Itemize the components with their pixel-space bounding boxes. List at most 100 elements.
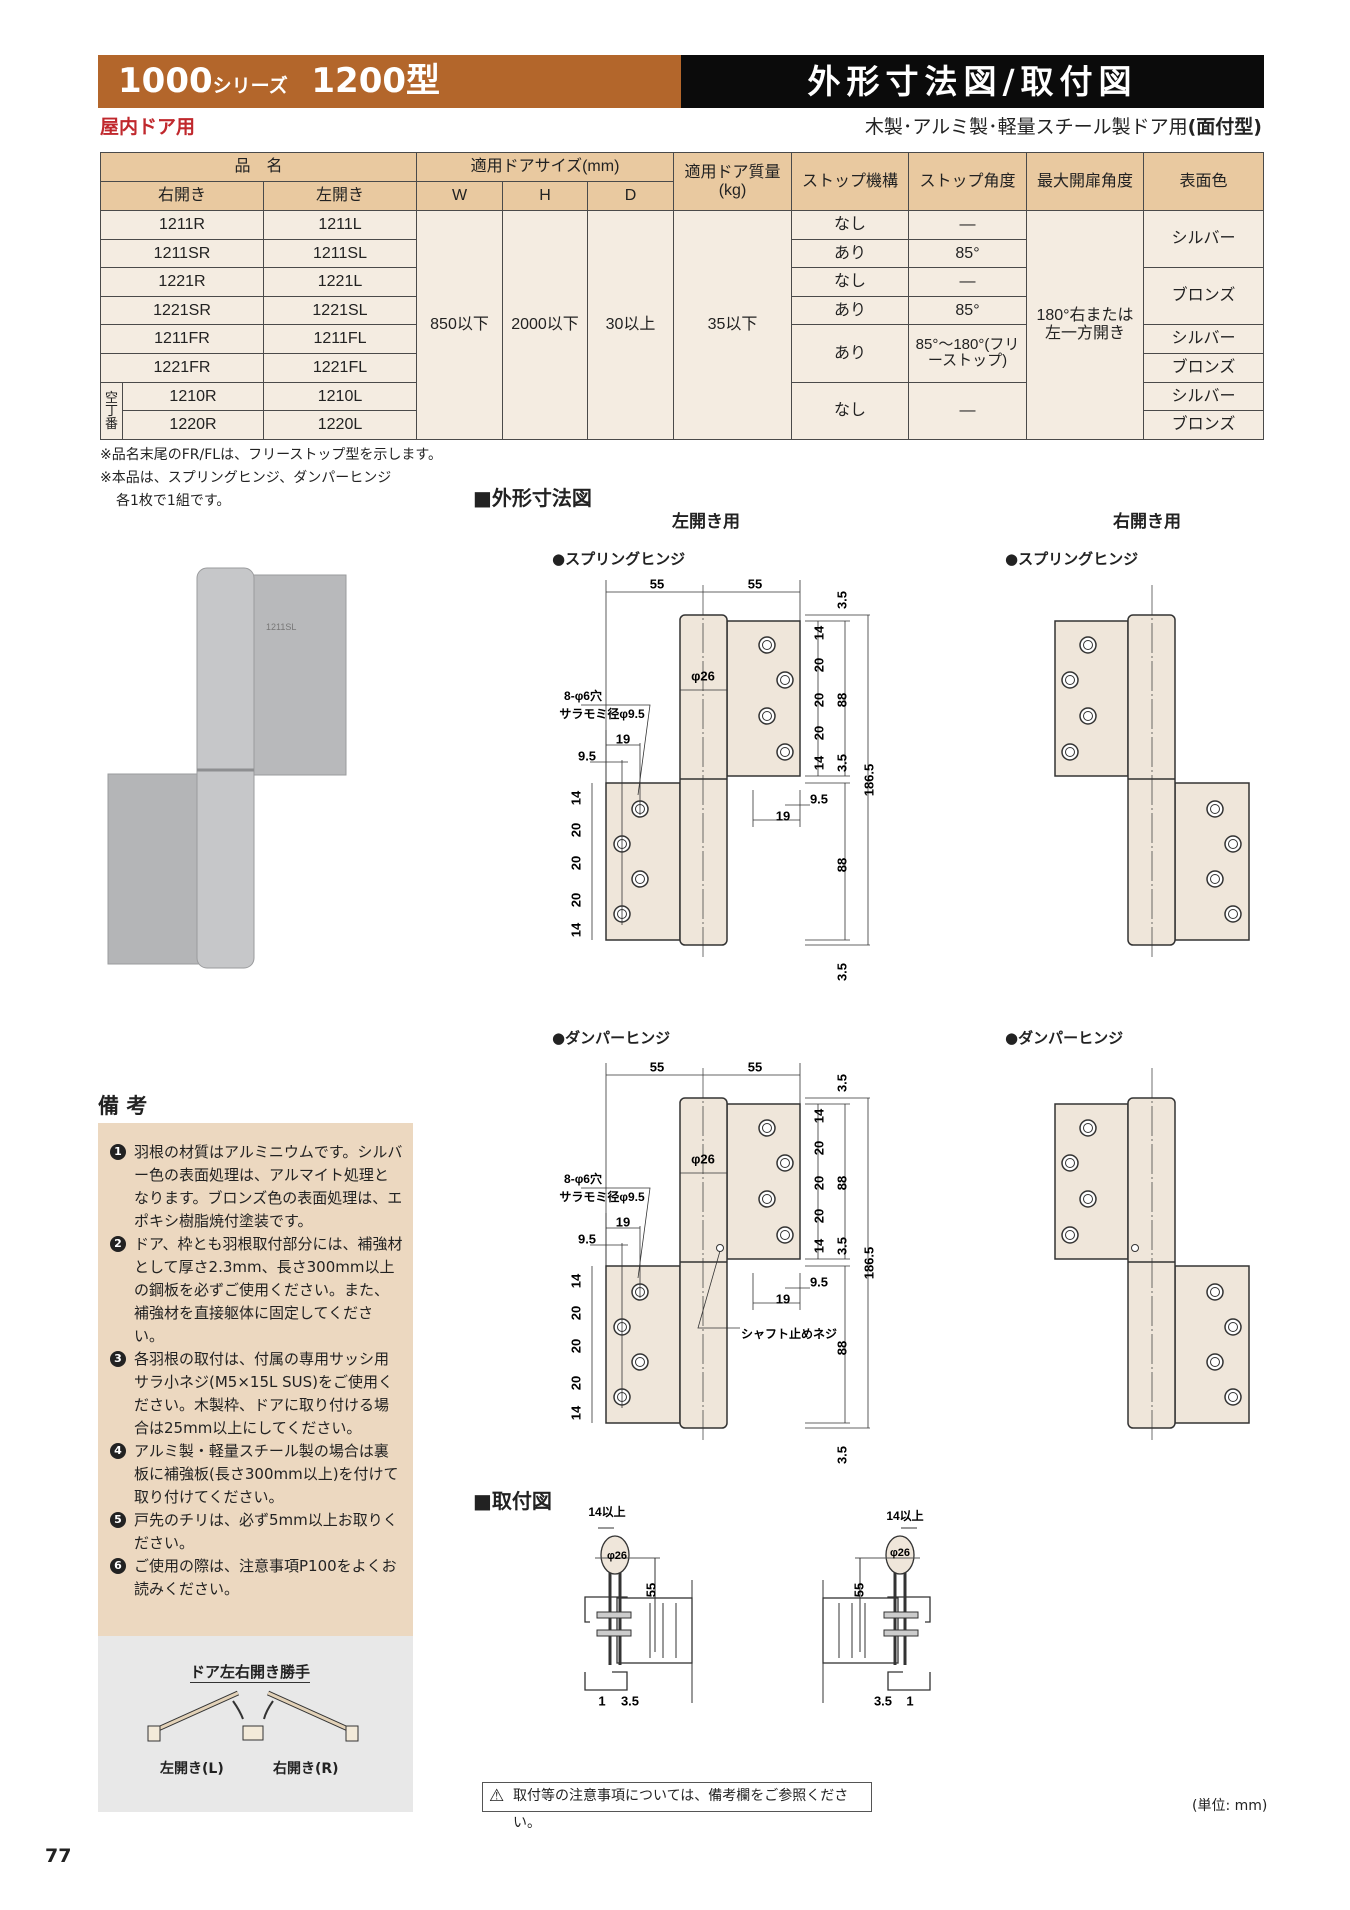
cell-left: 1211FL xyxy=(263,324,417,354)
screw-hole-icon xyxy=(776,671,794,689)
dim-hole-pitch-lower: 20 xyxy=(568,1306,583,1320)
left-frame-block xyxy=(147,1725,161,1742)
remarks-title: 備 考 xyxy=(98,1094,148,1118)
dimension-drawing-title: ■外形寸法図 xyxy=(473,486,592,510)
install-drawing xyxy=(584,1527,693,1703)
screw-hole-icon xyxy=(1079,1119,1097,1137)
remark-text: アルミ製・軽量スチール製の場合は裏板に補強板(長さ300mm以上)を付けて取り付… xyxy=(134,1442,399,1506)
indoor-label: 屋内ドア用 xyxy=(100,116,196,138)
screw-hole-icon xyxy=(1061,1154,1079,1172)
screw-icon xyxy=(883,1629,919,1637)
remark-item: 4 アルミ製・軽量スチール製の場合は裏板に補強板(長さ300mm以上)を付けて取り… xyxy=(110,1440,403,1509)
dim-186-5: 186.5 xyxy=(861,764,876,797)
dim-hole-pitch-lower: 20 xyxy=(568,1376,583,1390)
screw-hole-icon xyxy=(1206,800,1224,818)
hinge-knuckle-section xyxy=(600,1535,630,1575)
cell-right: 1221FR xyxy=(100,352,264,383)
remark-number: 4 xyxy=(110,1443,126,1459)
dim-3-5-bottom: 3.5 xyxy=(834,963,849,981)
th-weight: 適用ドア質量(kg) xyxy=(673,152,792,211)
dim-55-right: 55 xyxy=(748,576,762,591)
screw-hole-icon xyxy=(1206,1283,1224,1301)
cell-stop: あり xyxy=(791,324,909,383)
shaft-leader xyxy=(697,1250,740,1329)
screw-hole-icon xyxy=(758,1119,776,1137)
caution-note: ⚠ 取付等の注意事項については、備考欄をご参照ください。 xyxy=(482,1782,872,1831)
warning-icon: ⚠ xyxy=(489,1786,505,1806)
countersink-spec: サラモミ径φ9.5 xyxy=(559,706,645,721)
dim-55-left: 55 xyxy=(650,1059,664,1074)
hinge-pin xyxy=(679,614,728,946)
dim-19-lower: 19 xyxy=(616,1214,630,1229)
th-stop: ストップ機構 xyxy=(791,152,909,211)
dim-88-upper: 88 xyxy=(834,1176,849,1190)
dim-pin-diameter: φ26 xyxy=(691,1151,715,1166)
screw-hole-inner xyxy=(1210,804,1220,814)
dim-hole-pitch-upper: 14 xyxy=(811,1238,826,1253)
remark-text: ご使用の際は、注意事項P100をよくお読みください。 xyxy=(134,1557,397,1598)
dim-3-5-right: 3.5 xyxy=(874,1693,892,1708)
screw-hole-inner xyxy=(1083,1194,1093,1204)
photo-marking: 1211SL xyxy=(266,622,296,632)
dim-14-min: 14以上 xyxy=(588,1504,625,1519)
dim-hole-pitch-upper: 14 xyxy=(811,755,826,770)
screw-hole-inner xyxy=(762,1123,772,1133)
cell-right: 1211SR xyxy=(100,238,264,269)
door-type: 木製･アルミ製･軽量スチール製ドア用(面付型) xyxy=(865,112,1262,139)
cell-left: 1221L xyxy=(263,267,417,297)
dim-hole-pitch-lower: 20 xyxy=(568,893,583,907)
th-stop-angle: ストップ角度 xyxy=(908,152,1027,211)
remark-number: 3 xyxy=(110,1351,126,1367)
screw-hole-icon xyxy=(1061,743,1079,761)
dim-3-5-bottom: 3.5 xyxy=(834,1446,849,1464)
dim-9-5-upper: 9.5 xyxy=(810,791,828,806)
unit-label: (単位: mm) xyxy=(1192,1798,1268,1814)
screw-hole-icon xyxy=(1224,1318,1242,1336)
cell-left: 1221SL xyxy=(263,295,417,326)
dim-88-upper: 88 xyxy=(834,693,849,707)
th-max-angle: 最大開扉角度 xyxy=(1026,152,1144,211)
cell-d: 30以上 xyxy=(587,210,674,440)
screw-hole-icon xyxy=(758,707,776,725)
damper-hinge-drawing xyxy=(1054,1068,1250,1443)
cell-max-angle: 180°右または左一方開き xyxy=(1026,210,1144,440)
door-type-text: 木製･アルミ製･軽量スチール製ドア用 xyxy=(864,116,1188,138)
screw-hole-inner xyxy=(635,874,645,884)
dim-55-left: 55 xyxy=(650,576,664,591)
screw-hole-icon xyxy=(1079,1190,1097,1208)
screw-hole-inner xyxy=(1228,1392,1238,1402)
spring-hinge-drawing xyxy=(1054,585,1250,960)
dim-hole-pitch-upper: 20 xyxy=(811,1141,826,1155)
screw-hole-icon xyxy=(1206,870,1224,888)
cell-right: 1211FR xyxy=(100,324,264,354)
screw-hole-inner xyxy=(780,1230,790,1240)
dim-phi-26-left: φ26 xyxy=(607,1550,627,1562)
dim-19-upper: 19 xyxy=(776,808,790,823)
damper-hinge-label-left: ●ダンパーヒンジ xyxy=(552,1029,671,1047)
th-left-open: 左開き xyxy=(263,181,417,211)
left-swing-arc xyxy=(232,1700,244,1720)
series-title: 1000シリーズ 1200型 xyxy=(98,55,681,108)
cell-left: 1210L xyxy=(263,381,417,412)
dim-hole-pitch-lower: 14 xyxy=(568,1273,583,1288)
dim-hole-pitch-upper: 14 xyxy=(811,1108,826,1123)
caution-text: 取付等の注意事項については、備考欄をご参照ください。 xyxy=(513,1788,849,1831)
cell-angle: 85°～180°(フリーストップ) xyxy=(908,324,1027,383)
screw-hole-inner xyxy=(1228,1322,1238,1332)
cell-left: 1211SL xyxy=(263,238,417,269)
screw-icon xyxy=(596,1629,632,1637)
cell-h: 2000以下 xyxy=(502,210,588,440)
note-1: ※品名末尾のFR/FLは、フリーストップ型を示します。 xyxy=(100,447,442,463)
shaft-screw-icon xyxy=(716,1244,724,1252)
handing-left-label: 左開き(L) xyxy=(160,1761,224,1777)
screw-hole-inner xyxy=(780,1158,790,1168)
door-type-mount: (面付型) xyxy=(1187,116,1262,138)
cell-right: 1221R xyxy=(100,267,264,297)
